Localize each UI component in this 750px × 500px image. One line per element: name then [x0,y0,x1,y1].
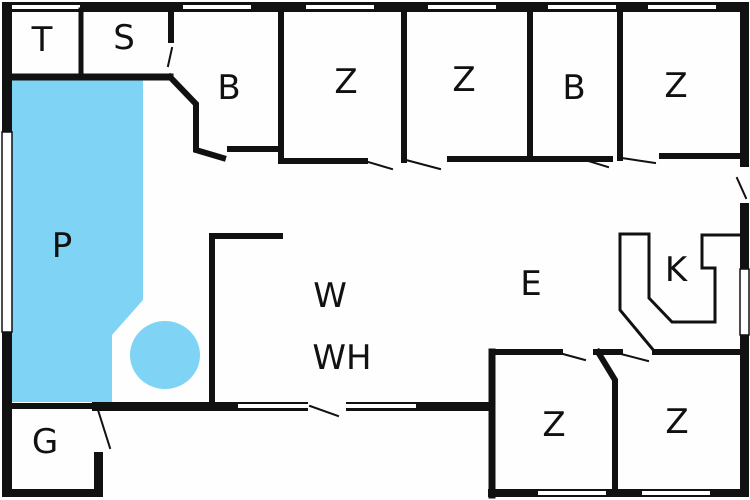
label-whirlpool: W [313,276,347,316]
whirlpool-tub [130,321,200,389]
label-sauna: S [113,18,135,58]
label-garage: G [32,422,58,462]
label-bath-2: B [562,68,585,108]
label-bedroom-1: Z [334,62,357,102]
label-bath-1: B [217,68,240,108]
label-pool: P [52,226,73,266]
label-bedroom-3: Z [664,66,687,106]
label-living: E [520,264,541,304]
label-whirlpool-2: WH [312,338,371,378]
label-bedroom-2: Z [452,60,475,100]
label-bedroom-4: Z [542,405,565,445]
pool-area [11,80,143,402]
label-toilet: T [31,20,53,60]
room-labels: T S B Z Z B Z P W WH E K G Z Z [31,18,689,462]
label-bedroom-5: Z [665,402,688,442]
label-kitchen: K [665,250,689,290]
